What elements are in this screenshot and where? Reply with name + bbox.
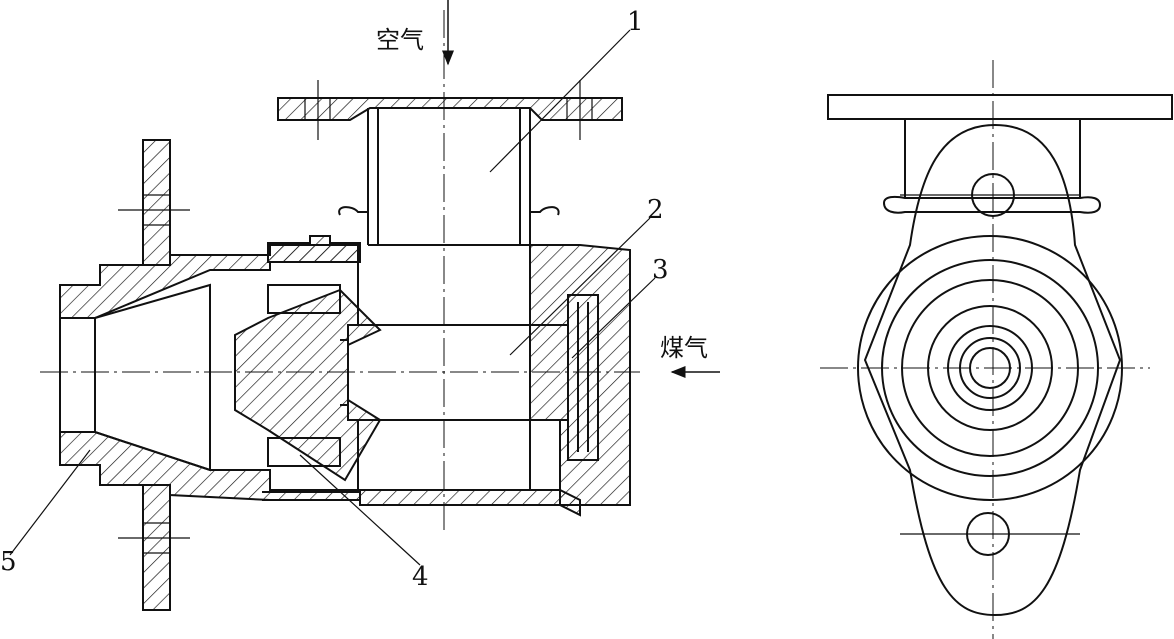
mounting-plate — [827, 94, 1173, 120]
oval-flange — [863, 123, 1122, 617]
label-gas: 煤气 — [660, 334, 708, 362]
air-tube — [367, 108, 531, 246]
label-part-5: 5 — [0, 547, 17, 577]
body-right-wall — [529, 244, 631, 506]
nozzle-5 — [59, 283, 211, 472]
swirler-4 — [234, 288, 382, 482]
body-bottom-shell — [359, 489, 581, 517]
label-air: 空气 — [376, 26, 424, 54]
label-part-2: 2 — [647, 195, 664, 225]
label-part-4: 4 — [412, 562, 429, 592]
outlet-flange — [142, 139, 171, 266]
label-part-1: 1 — [627, 7, 644, 37]
section-view — [40, 10, 640, 611]
label-part-3: 3 — [652, 255, 669, 285]
end-view — [820, 60, 1173, 639]
